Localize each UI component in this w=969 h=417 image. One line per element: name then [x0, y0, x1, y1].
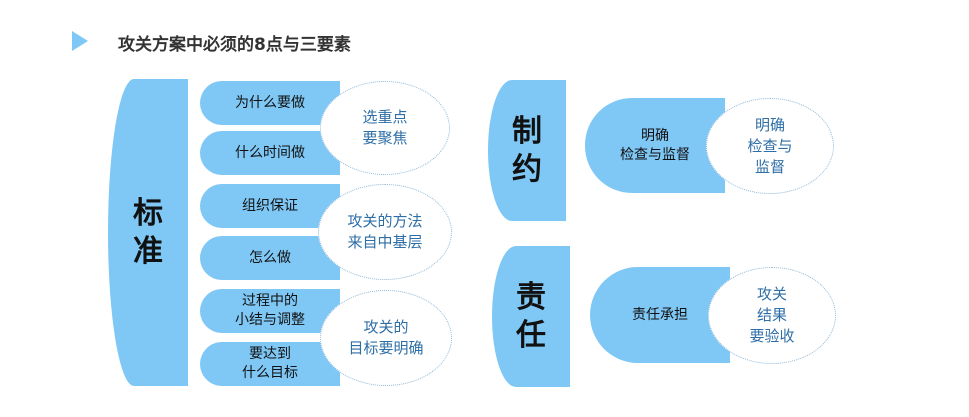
- item-goal: 要达到 什么目标: [200, 342, 340, 386]
- pillar-standard: 标准: [108, 79, 188, 386]
- item-accountability: 责任承担: [590, 267, 730, 363]
- pillar-constraint: 制约: [488, 80, 566, 221]
- item-how: 怎么做: [200, 236, 340, 280]
- item-inspection: 明确 检查与监督: [585, 98, 725, 193]
- oval-focus: 选重点 要聚焦: [320, 81, 450, 175]
- pillar-responsibility: 责任: [492, 246, 570, 387]
- pillar-standard-label: 标准: [133, 195, 163, 269]
- oval-method: 攻关的方法 来自中基层: [318, 184, 452, 280]
- oval-acceptance: 攻关 结果 要验收: [708, 267, 836, 364]
- oval-target: 攻关的 目标要明确: [320, 290, 452, 386]
- pillar-constraint-label: 制约: [512, 113, 542, 187]
- item-organization: 组织保证: [200, 184, 340, 228]
- item-review: 过程中的 小结与调整: [200, 289, 340, 333]
- item-why: 为什么要做: [200, 81, 340, 125]
- page-title: 攻关方案中必须的8点与三要素: [118, 35, 351, 55]
- item-when: 什么时间做: [200, 131, 340, 175]
- pillar-responsibility-label: 责任: [516, 279, 546, 353]
- oval-inspection: 明确 检查与 监督: [706, 98, 834, 194]
- triangle-bullet-icon: [72, 31, 88, 51]
